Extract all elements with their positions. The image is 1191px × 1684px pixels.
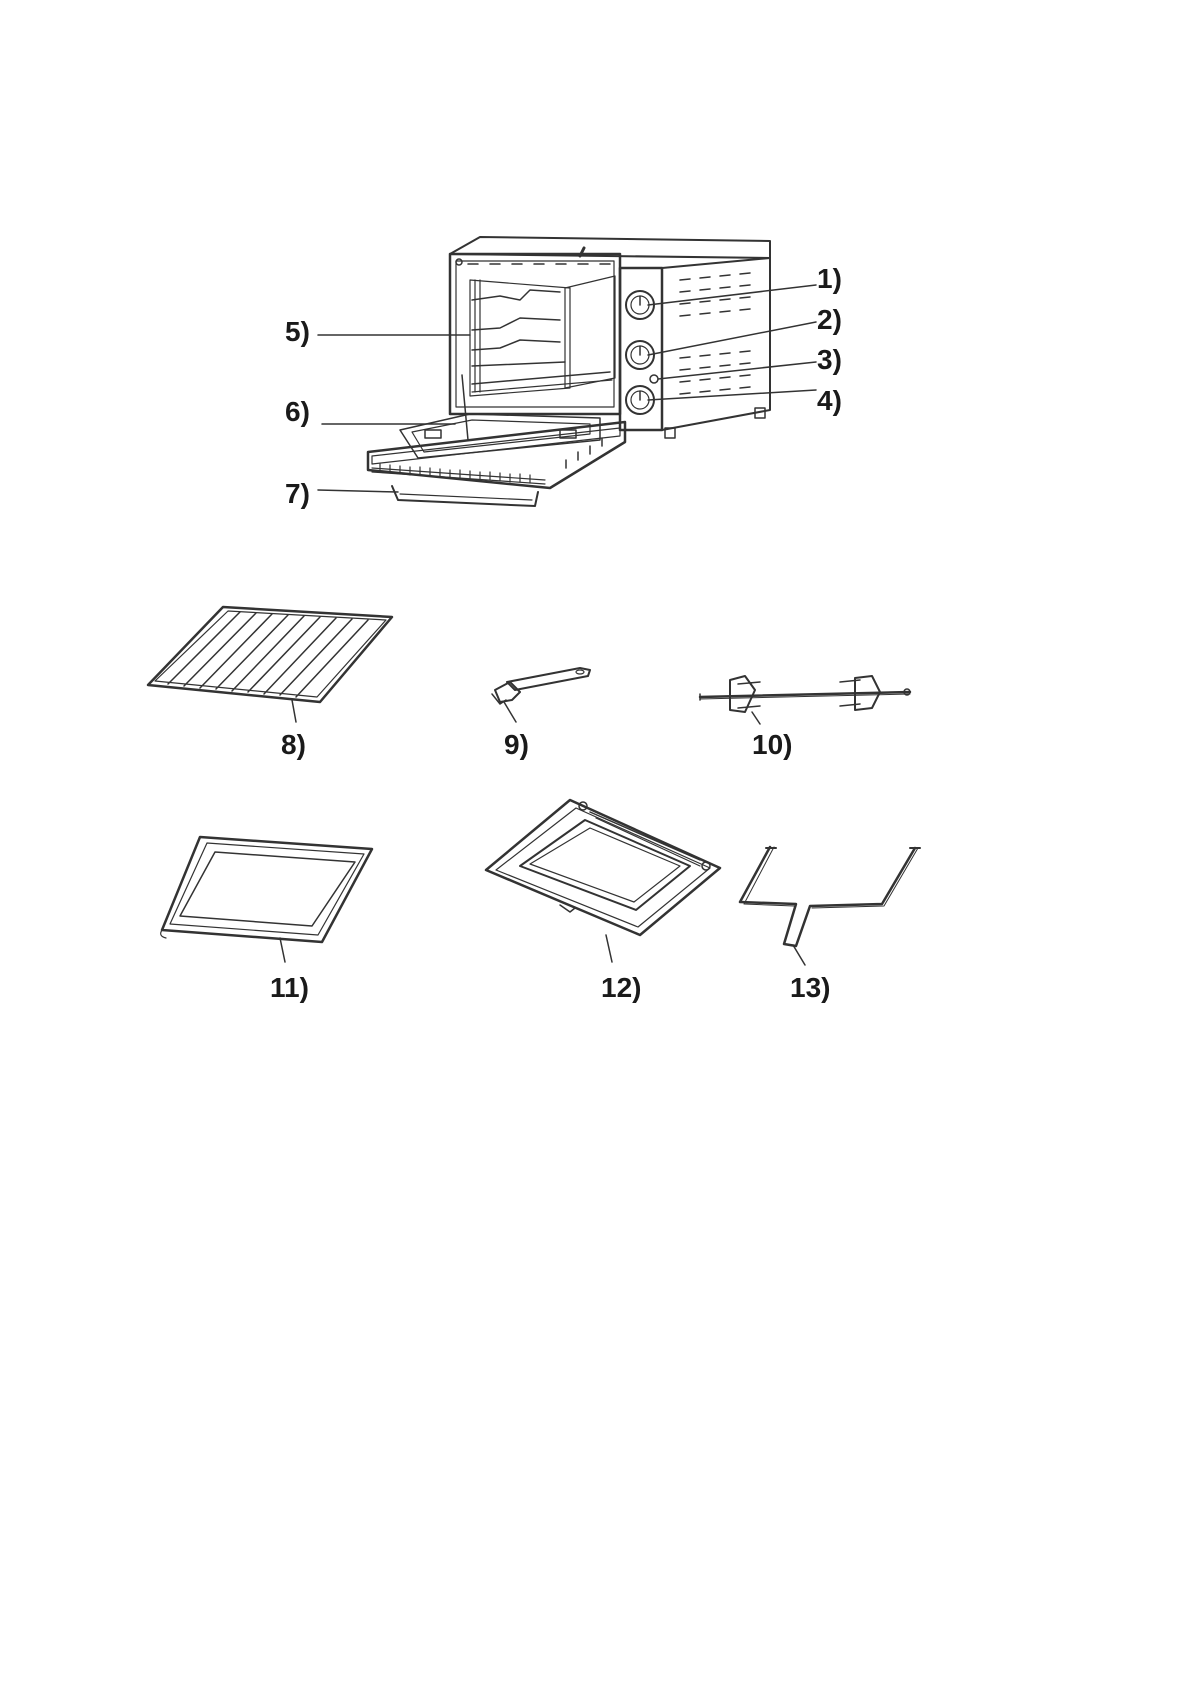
label-1: 1)	[817, 265, 842, 293]
label-9: 9)	[504, 731, 529, 759]
label-3: 3)	[817, 346, 842, 374]
label-12: 12)	[601, 974, 641, 1002]
wire-rack-illustration	[148, 607, 392, 722]
wire-hook-illustration	[740, 847, 920, 965]
label-4: 4)	[817, 387, 842, 415]
crumb-tray-illustration	[486, 800, 720, 962]
label-2: 2)	[817, 306, 842, 334]
label-10: 10)	[752, 731, 792, 759]
tray-handle-illustration	[492, 668, 590, 722]
label-13: 13)	[790, 974, 830, 1002]
rotisserie-spit-illustration	[700, 676, 910, 724]
baking-tray-illustration	[161, 837, 372, 962]
oven-illustration	[368, 237, 770, 506]
label-7: 7)	[285, 480, 310, 508]
label-11: 11)	[270, 974, 309, 1002]
label-6: 6)	[285, 398, 310, 426]
label-5: 5)	[285, 318, 310, 346]
label-8: 8)	[281, 731, 306, 759]
